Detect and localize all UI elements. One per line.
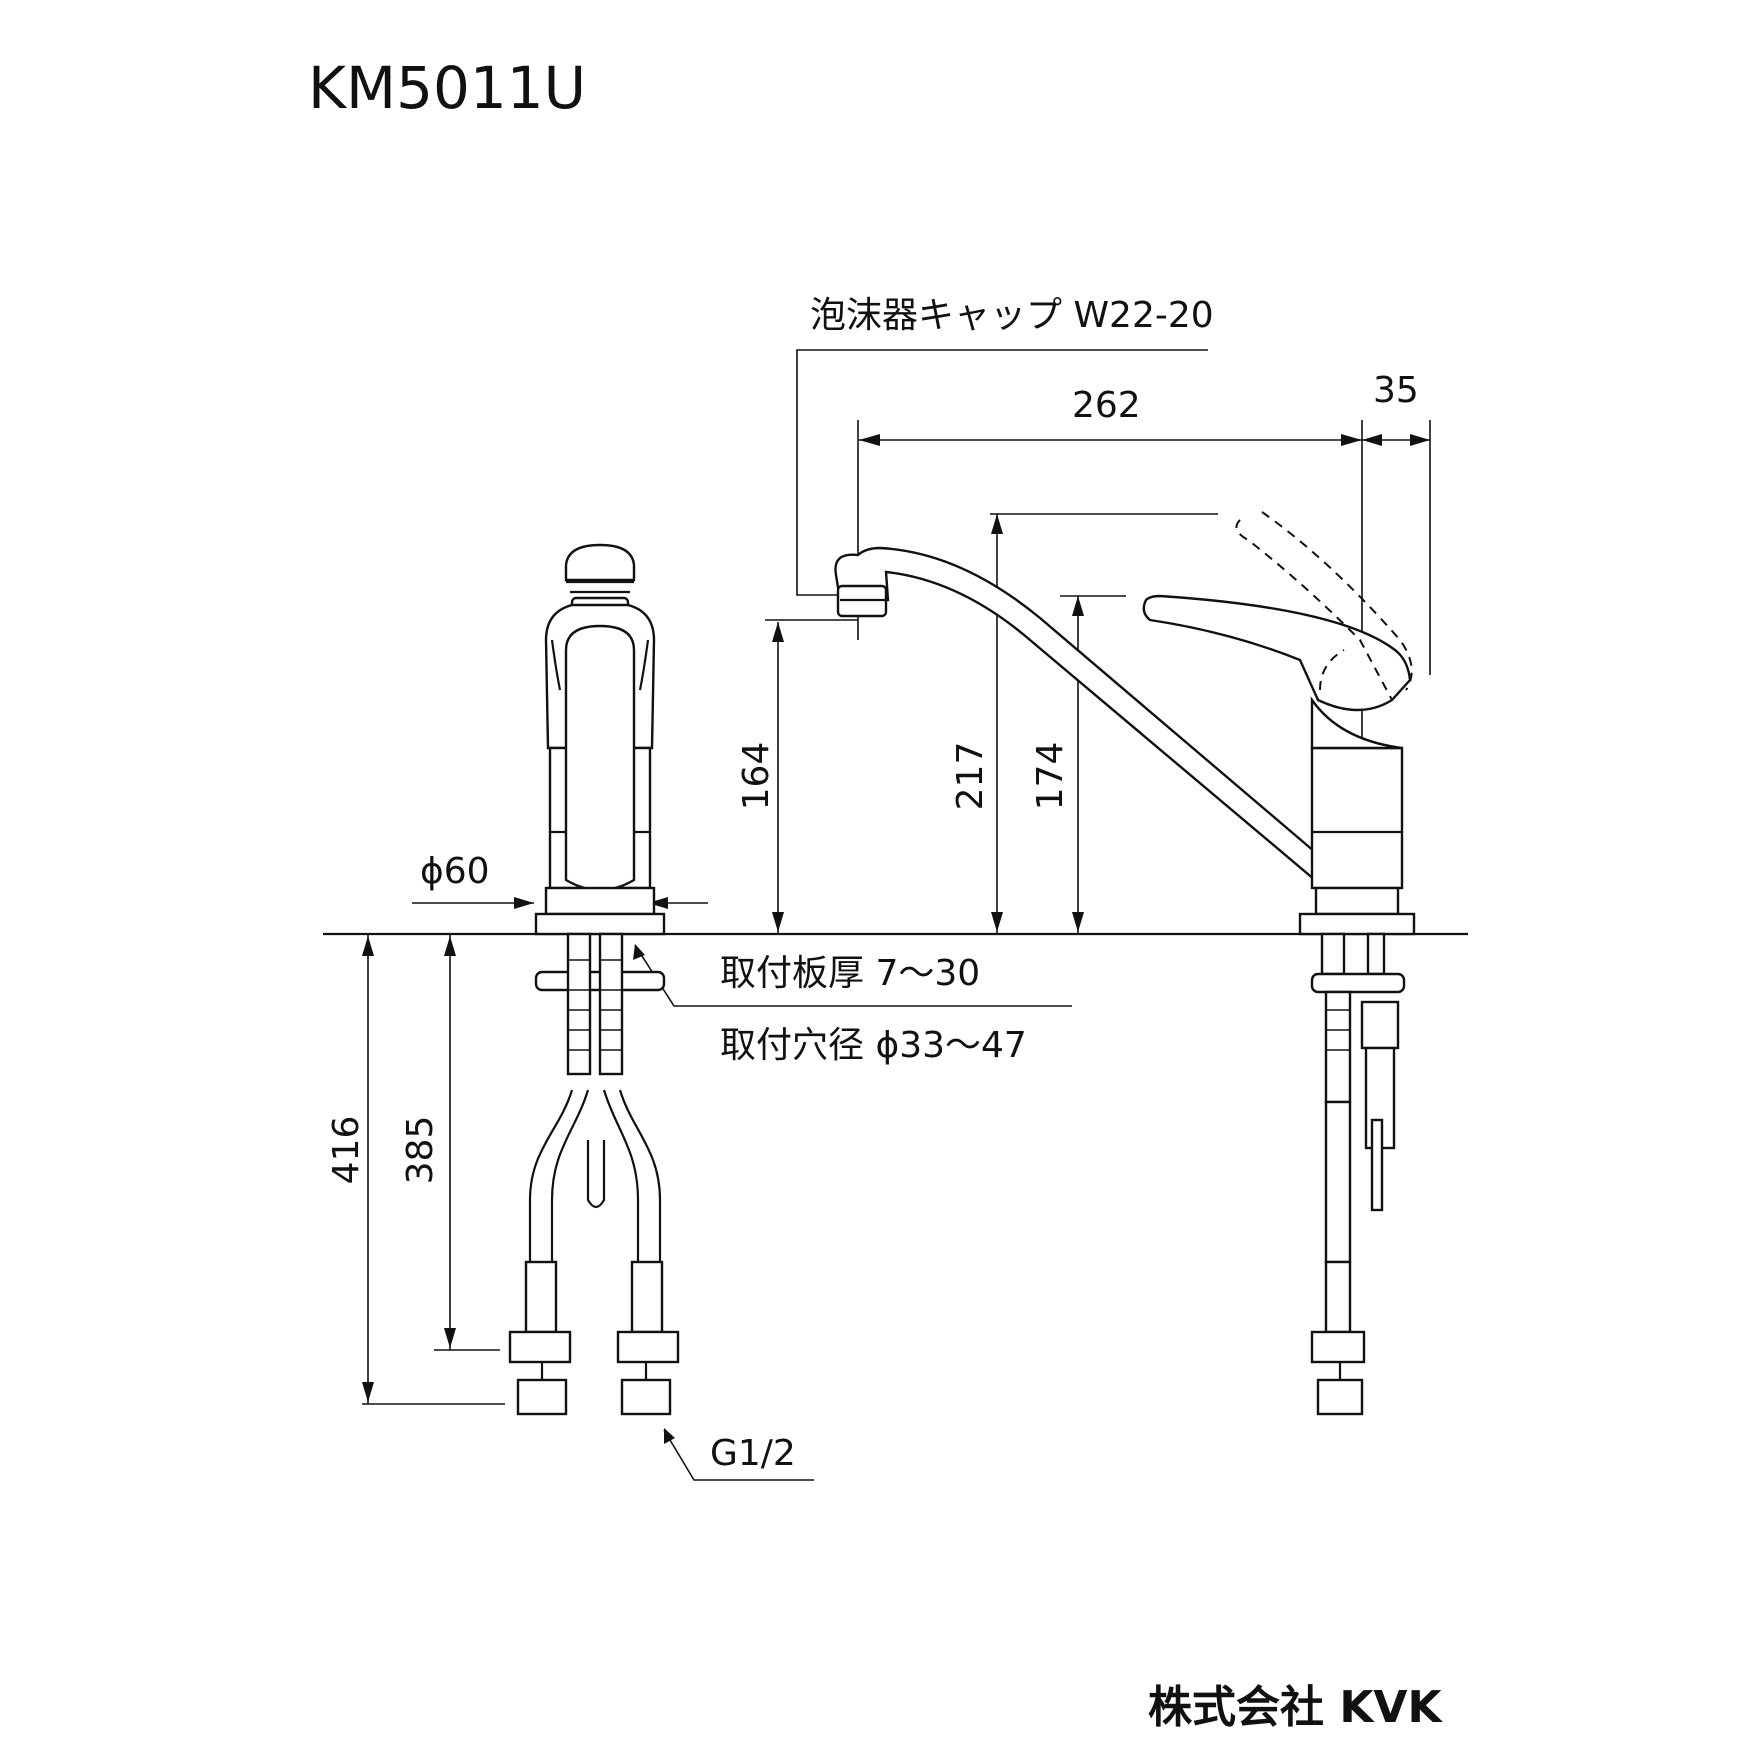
dim-spout-height-label: 164 xyxy=(736,742,777,811)
dim-lever-offset-label: 35 xyxy=(1373,370,1419,411)
dim-below-nut-label: 385 xyxy=(400,1116,441,1185)
plate-thickness-note: 取付板厚 7〜30 xyxy=(720,953,980,994)
aerator-note: 泡沫器キャップ W22-20 xyxy=(810,295,1214,336)
aerator-leader xyxy=(796,349,1208,596)
dim-base-diameter-label: ϕ60 xyxy=(420,851,490,892)
manufacturer-logo: 株式会社 KVK xyxy=(1148,1682,1443,1733)
side-view-faucet xyxy=(834,511,1416,1416)
front-view-faucet xyxy=(508,543,680,1416)
thread-note: G1/2 xyxy=(710,1433,796,1474)
plate-leader xyxy=(634,944,1072,1007)
dim-max-height-label: 217 xyxy=(950,742,991,811)
dim-below-total-label: 416 xyxy=(326,1116,367,1185)
mounting-hole-note: 取付穴径 ϕ33〜47 xyxy=(720,1025,1027,1066)
thread-leader xyxy=(663,1429,814,1481)
dim-lever-height-label: 174 xyxy=(1030,742,1071,811)
dim-reach-label: 262 xyxy=(1072,385,1141,426)
model-title: KM5011U xyxy=(308,54,586,122)
